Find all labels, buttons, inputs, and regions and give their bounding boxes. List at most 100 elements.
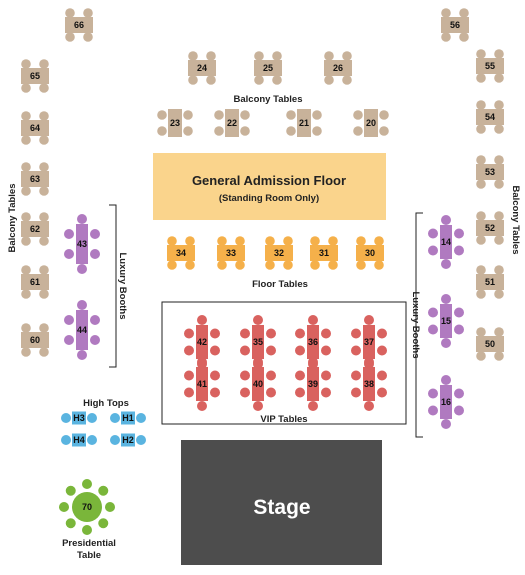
- vip-table-38[interactable]: [363, 367, 375, 401]
- balcony-chair: [494, 73, 504, 83]
- balcony-table-24[interactable]: [188, 60, 216, 76]
- balcony-chair: [312, 126, 322, 136]
- vip-chair: [240, 370, 250, 381]
- balcony-table-60[interactable]: [21, 332, 49, 348]
- vip-chair: [210, 328, 220, 339]
- floor-table-number: 34: [176, 248, 186, 258]
- vip-table-39[interactable]: [307, 367, 319, 401]
- vip-chair: [308, 315, 318, 325]
- balcony-table-56[interactable]: [441, 17, 469, 33]
- floor-chair: [374, 236, 384, 246]
- balcony-chair: [39, 265, 49, 275]
- presidential-chair: [65, 485, 76, 496]
- balcony-chair: [21, 162, 31, 172]
- vip-chair: [184, 328, 194, 339]
- high-top-number: H1: [122, 413, 134, 423]
- floor-table-33[interactable]: [217, 245, 245, 261]
- balcony-chair: [459, 8, 469, 18]
- balcony-table-22[interactable]: [225, 109, 239, 137]
- floor-chair: [310, 236, 320, 246]
- balcony-table-62[interactable]: [21, 221, 49, 237]
- vip-table-36[interactable]: [307, 325, 319, 359]
- vip-chair: [197, 357, 207, 367]
- floor-chair: [217, 260, 227, 270]
- vip-chair: [266, 387, 276, 398]
- balcony-table-50[interactable]: [476, 336, 504, 352]
- balcony-chair: [494, 124, 504, 134]
- high-top-number: H4: [73, 435, 85, 445]
- vip-table-37[interactable]: [363, 325, 375, 359]
- balcony-chair: [494, 289, 504, 299]
- balcony-table-number: 22: [227, 118, 237, 128]
- balcony-table-63[interactable]: [21, 171, 49, 187]
- ga-floor-area[interactable]: [153, 153, 386, 220]
- balcony-table-23[interactable]: [168, 109, 182, 137]
- booth-chair: [77, 300, 87, 310]
- vip-table-number: 36: [308, 337, 318, 347]
- booth-table-number: 44: [77, 325, 87, 335]
- vip-table-42[interactable]: [196, 325, 208, 359]
- floor-table-32[interactable]: [265, 245, 293, 261]
- vip-chair: [184, 370, 194, 381]
- balcony-table-26[interactable]: [324, 60, 352, 76]
- booth-chair: [428, 388, 438, 399]
- vip-table-41[interactable]: [196, 367, 208, 401]
- balcony-chair: [494, 49, 504, 59]
- floor-table-30[interactable]: [356, 245, 384, 261]
- vip-chair: [197, 315, 207, 325]
- balcony-table-number: 50: [485, 339, 495, 349]
- high-top-chair: [110, 435, 120, 445]
- balcony-chair: [83, 8, 93, 18]
- high-top-number: H3: [73, 413, 85, 423]
- balcony-table-55[interactable]: [476, 58, 504, 74]
- floor-chair: [328, 236, 338, 246]
- balcony-table-number: 25: [263, 63, 273, 73]
- high-top-H4[interactable]: [72, 433, 86, 447]
- high-top-H1[interactable]: [121, 411, 135, 425]
- booth-table-43[interactable]: [76, 224, 88, 264]
- balcony-table-64[interactable]: [21, 120, 49, 136]
- presidential-chair: [82, 479, 92, 489]
- balcony-table-21[interactable]: [297, 109, 311, 137]
- vip-chair: [321, 328, 331, 339]
- balcony-chair: [188, 75, 198, 85]
- vip-table-40[interactable]: [252, 367, 264, 401]
- vip-table-number: 37: [364, 337, 374, 347]
- floor-tables-label: Floor Tables: [252, 279, 308, 290]
- vip-chair: [184, 345, 194, 356]
- balcony-table-number: 54: [485, 112, 495, 122]
- balcony-table-65[interactable]: [21, 68, 49, 84]
- high-top-H3[interactable]: [72, 411, 86, 425]
- booth-table-14[interactable]: [440, 225, 452, 259]
- presidential-table-70[interactable]: [72, 492, 102, 522]
- balcony-chair: [21, 265, 31, 275]
- balcony-table-number: 23: [170, 118, 180, 128]
- vip-chair: [295, 345, 305, 356]
- booth-chair: [77, 350, 87, 360]
- booth-chair: [428, 245, 438, 256]
- booth-table-15[interactable]: [440, 304, 452, 338]
- balcony-table-51[interactable]: [476, 274, 504, 290]
- booth-chair: [64, 335, 74, 345]
- balcony-table-66[interactable]: [65, 17, 93, 33]
- balcony-chair: [21, 111, 31, 121]
- booth-table-16[interactable]: [440, 385, 452, 419]
- balcony-table-25[interactable]: [254, 60, 282, 76]
- booth-chair: [441, 375, 451, 385]
- floor-table-31[interactable]: [310, 245, 338, 261]
- balcony-table-53[interactable]: [476, 164, 504, 180]
- balcony-chair: [65, 32, 75, 42]
- balcony-table-number: 66: [74, 20, 84, 30]
- balcony-table-20[interactable]: [364, 109, 378, 137]
- balcony-table-52[interactable]: [476, 220, 504, 236]
- balcony-table-61[interactable]: [21, 274, 49, 290]
- presidential-label-line1: Presidential: [62, 538, 116, 549]
- floor-table-34[interactable]: [167, 245, 195, 261]
- balcony-table-54[interactable]: [476, 109, 504, 125]
- vip-table-35[interactable]: [252, 325, 264, 359]
- high-top-chair: [87, 413, 97, 423]
- vip-chair: [377, 370, 387, 381]
- high-top-H2[interactable]: [121, 433, 135, 447]
- booth-table-44[interactable]: [76, 310, 88, 350]
- balcony-table-number: 51: [485, 277, 495, 287]
